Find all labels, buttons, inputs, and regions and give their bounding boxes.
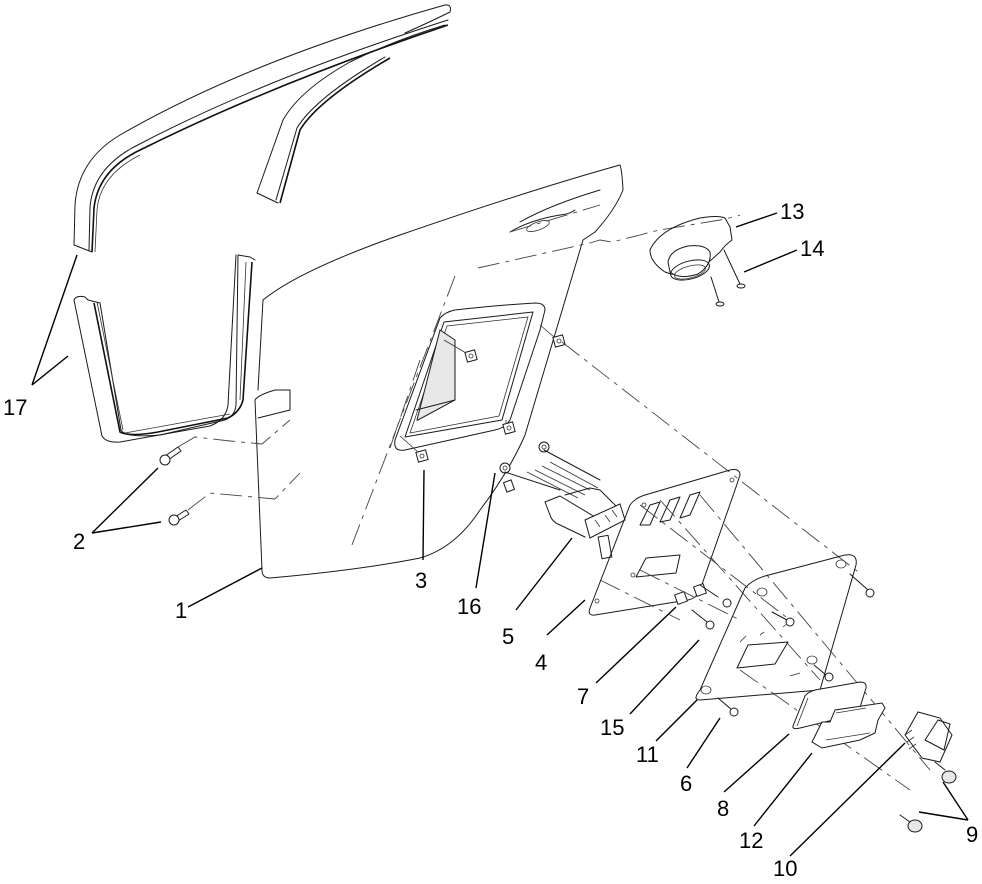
part-10-rocker-switch (904, 711, 953, 763)
callout-17: 17 (3, 395, 28, 420)
part-2-screws (159, 419, 301, 526)
callout-6: 6 (680, 771, 693, 796)
callout-1: 1 (175, 598, 188, 623)
part-4-mounting-plate (588, 469, 741, 616)
part-14-speaker-screws (710, 249, 746, 307)
alignment-line (561, 341, 863, 576)
part-12-decal (811, 702, 886, 749)
part-13-speaker (649, 216, 733, 281)
callout-8: 8 (717, 796, 730, 821)
callout-4: 4 (535, 650, 548, 675)
part-1-side-panel (254, 164, 741, 579)
part-3-clip-nuts (399, 324, 566, 463)
part-5-connector (504, 449, 626, 560)
callout-7: 7 (577, 684, 590, 709)
callout-10: 10 (773, 856, 798, 881)
callout-2: 2 (73, 529, 86, 554)
callout-9: 9 (966, 822, 979, 847)
part-16-washers (499, 441, 550, 493)
callout-14: 14 (800, 236, 825, 261)
part-6-screws (717, 573, 875, 717)
part-1-panel-opening (394, 302, 546, 451)
leader-lines (31, 212, 969, 857)
callout-3: 3 (415, 568, 428, 593)
callout-11: 11 (636, 742, 659, 767)
part-15-bolts (691, 584, 732, 630)
part-17-lower-seal (73, 254, 256, 443)
callout-13: 13 (780, 199, 805, 224)
callout-15: 15 (600, 715, 625, 740)
part-9-knobs (899, 761, 957, 833)
part-17-upper-seal (73, 4, 451, 253)
callout-12: 12 (739, 828, 764, 853)
part-8-gasket (792, 681, 867, 730)
callout-16: 16 (457, 594, 482, 619)
callout-5: 5 (502, 624, 515, 649)
